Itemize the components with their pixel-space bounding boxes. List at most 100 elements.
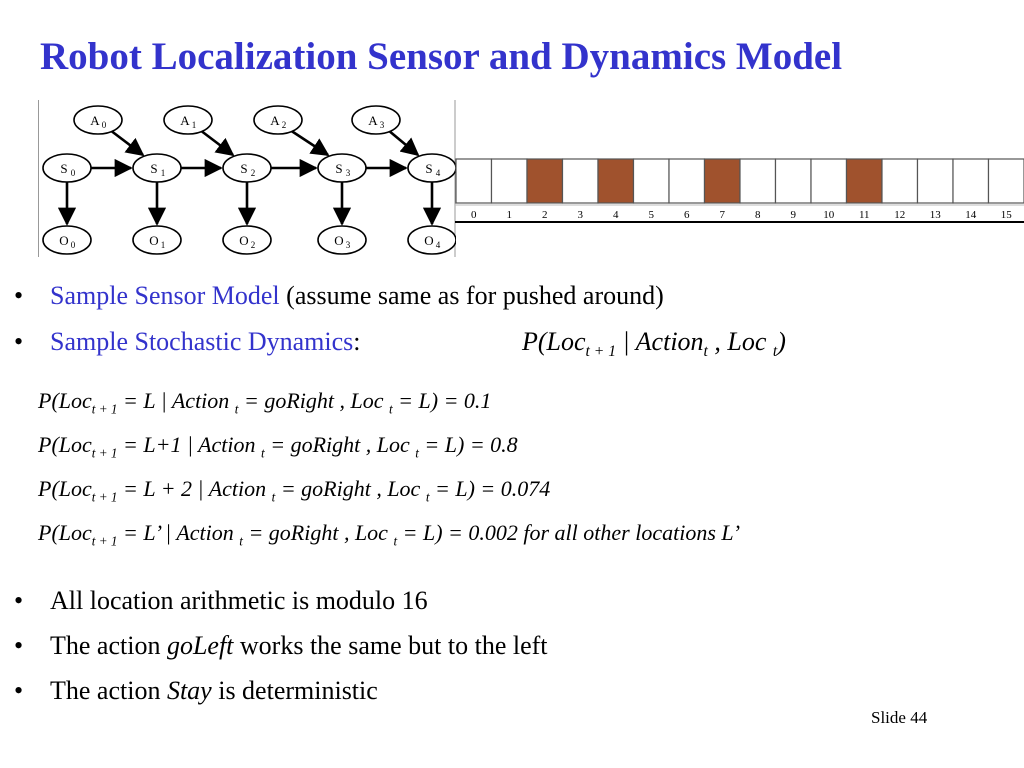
- edge-arrow: [109, 128, 145, 157]
- svg-text:O: O: [239, 233, 248, 248]
- edge-arrow: [199, 128, 235, 157]
- grid-cell-label: 5: [649, 209, 655, 221]
- grid-cell: [774, 158, 812, 204]
- svg-text:4: 4: [436, 240, 441, 250]
- svg-text:O: O: [149, 233, 158, 248]
- equation-row: P(Loct + 1 = L | Action t = goRight , Lo…: [38, 388, 492, 417]
- bullet-marker: •: [14, 631, 24, 660]
- grid-cell-label: 4: [613, 209, 619, 221]
- dynamics-formula: P(Loct + 1 | Actiont , Loc t): [522, 327, 786, 361]
- bullet-marker: •: [14, 327, 24, 356]
- svg-text:S: S: [150, 161, 157, 176]
- grid-cell: [987, 158, 1024, 204]
- grid-cell-label: 11: [859, 209, 870, 221]
- svg-text:A: A: [90, 113, 100, 128]
- svg-text:3: 3: [346, 240, 351, 250]
- stay-term: Stay: [166, 676, 212, 705]
- grid-cell: [881, 158, 919, 204]
- svg-text:4: 4: [436, 168, 441, 178]
- grid-cell-label: 6: [684, 209, 690, 221]
- equation-row: P(Loct + 1 = L’ | Action t = goRight , L…: [38, 520, 741, 549]
- grid-cell: [668, 158, 706, 204]
- equation-row: P(Loct + 1 = L+1 | Action t = goRight , …: [38, 432, 518, 461]
- svg-text:2: 2: [251, 240, 256, 250]
- svg-text:S: S: [425, 161, 432, 176]
- grid-cell: [739, 158, 777, 204]
- network-edges: [57, 128, 442, 226]
- grid-cell: [490, 158, 528, 204]
- goleft-term: goLeft: [166, 631, 234, 660]
- grid-cell-label: 1: [507, 209, 513, 221]
- svg-text:S: S: [60, 161, 67, 176]
- grid-cell-label: 14: [965, 209, 977, 221]
- sensor-model-link-text: Sample Sensor Model: [50, 281, 280, 310]
- svg-text:2: 2: [251, 168, 256, 178]
- grid-cell-filled: [845, 158, 883, 204]
- grid-cell: [952, 158, 990, 204]
- svg-text:2: 2: [282, 120, 287, 130]
- dynamics-link-text: Sample Stochastic Dynamics: [50, 327, 354, 356]
- modulo-text: All location arithmetic is modulo 16: [50, 586, 428, 615]
- grid-cell-filled: [703, 158, 741, 204]
- grid-cell-label: 7: [720, 209, 726, 221]
- svg-text:A: A: [270, 113, 280, 128]
- grid-cell: [561, 158, 599, 204]
- grid-cell-label: 15: [1001, 209, 1013, 221]
- grid-cell-label: 8: [755, 209, 761, 221]
- grid-cell: [632, 158, 670, 204]
- svg-text:S: S: [335, 161, 342, 176]
- equation-row: P(Loct + 1 = L + 2 | Action t = goRight …: [38, 476, 551, 505]
- grid-cell-label: 2: [542, 209, 548, 221]
- svg-text:1: 1: [161, 168, 166, 178]
- bullet-marker: •: [14, 676, 24, 705]
- svg-text:1: 1: [161, 240, 166, 250]
- svg-text:0: 0: [71, 168, 76, 178]
- sensor-model-note: (assume same as for pushed around): [279, 281, 664, 310]
- grid-cell-label: 9: [791, 209, 797, 221]
- grid-cell-filled: [597, 158, 635, 204]
- grid-cell-filled: [526, 158, 564, 204]
- slide-title: Robot Localization Sensor and Dynamics M…: [40, 35, 843, 78]
- svg-text:3: 3: [346, 168, 351, 178]
- edge-arrow: [289, 128, 330, 157]
- svg-text:A: A: [368, 113, 378, 128]
- svg-text:A: A: [180, 113, 190, 128]
- grid-cell-label: 10: [823, 209, 835, 221]
- bullet-marker: •: [14, 281, 24, 310]
- svg-text:O: O: [334, 233, 343, 248]
- slide-number: Slide 44: [871, 708, 928, 727]
- svg-text:O: O: [424, 233, 433, 248]
- svg-text:1: 1: [192, 120, 197, 130]
- svg-text:0: 0: [71, 240, 76, 250]
- svg-text:S: S: [240, 161, 247, 176]
- bullet-marker: •: [14, 586, 24, 615]
- dynamics-colon: :: [353, 327, 361, 356]
- edge-arrow: [387, 129, 420, 157]
- grid-cell: [810, 158, 848, 204]
- grid-cell-label: 13: [930, 209, 942, 221]
- svg-text:0: 0: [102, 120, 107, 130]
- grid-cell: [916, 158, 954, 204]
- grid-cell-label: 12: [894, 209, 905, 221]
- grid-cell: [455, 158, 493, 204]
- svg-text:O: O: [59, 233, 68, 248]
- svg-text:3: 3: [380, 120, 385, 130]
- grid-cell-label: 0: [471, 209, 477, 221]
